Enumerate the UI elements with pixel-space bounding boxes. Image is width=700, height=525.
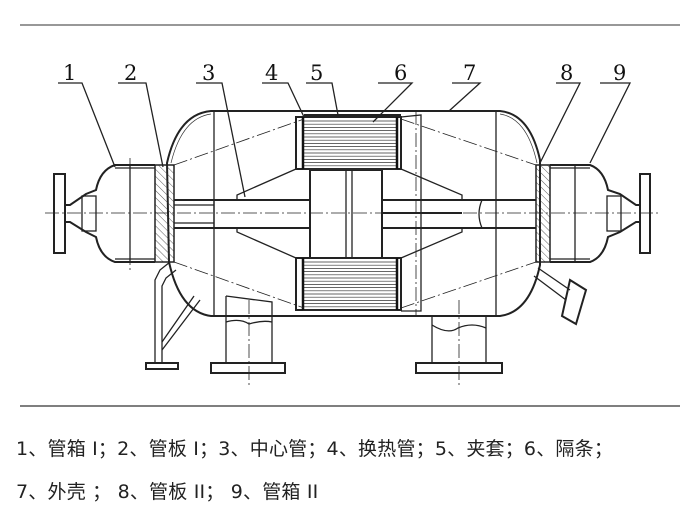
tube-box-1 [53, 158, 155, 270]
part-labels: 1 2 3 4 5 6 7 8 9 [58, 61, 632, 198]
side-nozzle [533, 267, 588, 326]
center-tube-3 [174, 199, 536, 229]
label-1: 1 [63, 61, 76, 85]
flow-lines [173, 118, 537, 309]
saddle-support-left [210, 295, 286, 385]
label-6: 6 [394, 61, 407, 85]
flange-left [53, 173, 66, 254]
label-4: 4 [265, 61, 278, 85]
outer-shell [165, 110, 541, 317]
tube-sheet-2 [154, 164, 175, 263]
heat-exchanger-diagram: 1 2 3 4 5 6 7 8 9 [20, 24, 680, 407]
flange-right [639, 173, 651, 254]
leader-lines [58, 82, 632, 198]
label-7: 7 [463, 61, 476, 85]
tube-box-9 [550, 164, 651, 263]
drain-leg [145, 261, 201, 370]
label-5: 5 [310, 61, 323, 85]
tube-sheet-8 [535, 164, 551, 263]
label-9: 9 [613, 61, 626, 85]
caption-line-1: 1、管箱 I；2、管板 I；3、中心管；4、换热管；5、夹套；6、隔条； [16, 438, 614, 460]
caption-line-2: 7、外壳 ； 8、管板 II； 9、管箱 II [16, 481, 319, 503]
label-3: 3 [202, 61, 215, 85]
label-2: 2 [124, 61, 137, 85]
saddle-support-right [415, 300, 503, 385]
label-8: 8 [560, 61, 573, 85]
heat-exchange-tubes-4 [295, 116, 402, 311]
